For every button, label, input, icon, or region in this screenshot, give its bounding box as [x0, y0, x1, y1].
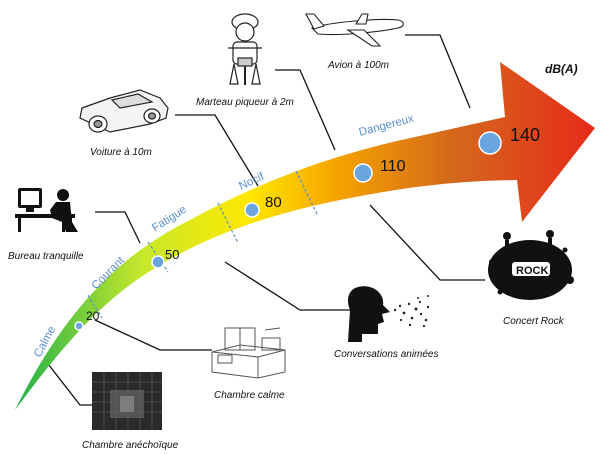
zone-separators	[87, 170, 319, 319]
level-value-140: 140	[510, 125, 540, 145]
connector-office	[95, 211, 141, 244]
marker-80	[244, 202, 260, 218]
caption-jackhammer: Marteau piqueur à 2m	[196, 97, 294, 108]
office-desk-icon	[15, 188, 78, 232]
caption-car: Voiture à 10m	[90, 147, 152, 158]
unit-label: dB(A)	[545, 62, 578, 76]
level-value-20: 20	[86, 309, 100, 323]
car-icon	[79, 89, 169, 133]
separator-4	[295, 170, 319, 217]
svg-text:ROCK: ROCK	[516, 265, 548, 277]
separator-2	[147, 241, 169, 273]
marker-110	[353, 163, 373, 183]
connector-car	[175, 114, 259, 187]
marker-140	[478, 131, 502, 155]
level-markers	[74, 131, 502, 331]
caption-anechoic: Chambre anéchoïque	[82, 440, 179, 451]
caption-conversation: Conversations animées	[334, 349, 439, 360]
connector-concert	[369, 204, 485, 281]
separator-3	[217, 202, 239, 244]
rock-concert-icon: ROCK	[488, 230, 574, 300]
separator-1	[87, 294, 103, 319]
caption-airplane: Avion à 100m	[327, 60, 389, 71]
connector-lines	[44, 34, 485, 406]
noise-arrow	[15, 62, 595, 410]
caption-bedroom: Chambre calme	[214, 390, 285, 401]
connector-anechoic	[44, 359, 92, 406]
bedroom-icon	[211, 327, 286, 379]
connector-jackhammer	[275, 69, 336, 151]
connector-bedroom	[94, 319, 212, 351]
marker-50	[151, 255, 165, 269]
level-value-50: 50	[165, 247, 179, 262]
jackhammer-worker-icon	[228, 13, 262, 85]
level-value-110: 110	[380, 158, 406, 175]
anechoic-room-icon	[92, 372, 162, 430]
airplane-icon	[305, 13, 404, 47]
connector-conversation	[224, 261, 350, 311]
talking-head-icon	[347, 286, 430, 342]
caption-concert: Concert Rock	[503, 316, 565, 327]
marker-20	[74, 321, 84, 331]
caption-office: Bureau tranquille	[8, 251, 84, 262]
level-value-80: 80	[265, 194, 282, 211]
connector-airplane	[405, 34, 471, 109]
zone-label-dangereux: Dangereux	[358, 113, 416, 139]
